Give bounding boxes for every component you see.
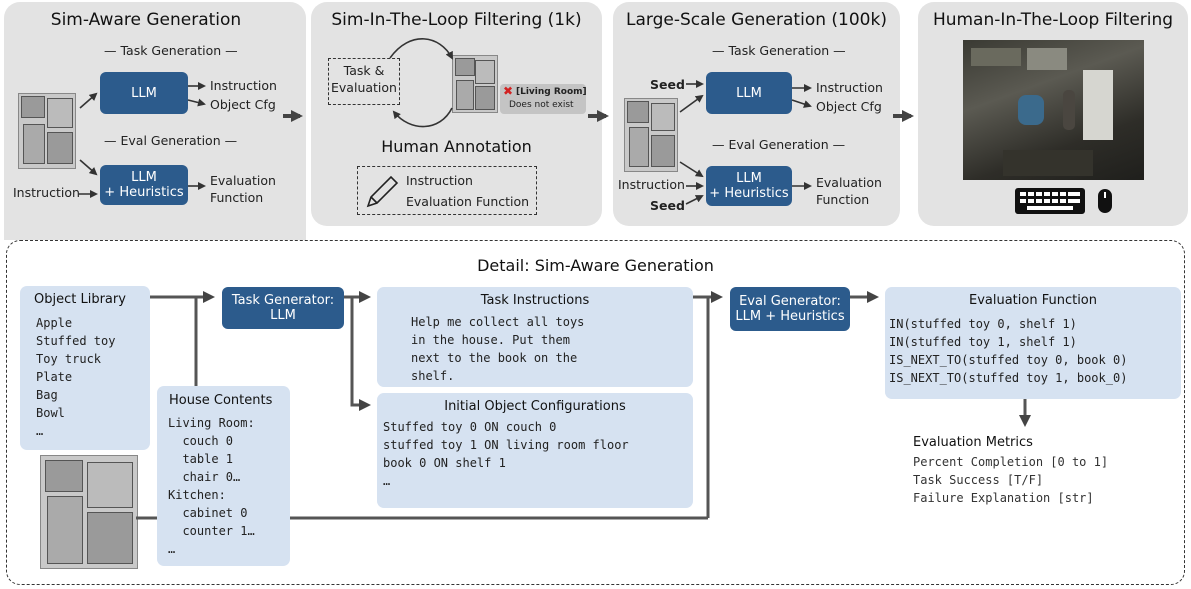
house-contents-box (157, 386, 290, 566)
p3-object-cfg-out: Object Cfg (816, 99, 882, 114)
sim-aware-title: Sim-Aware Generation (50, 10, 242, 30)
initial-configs-box (377, 393, 693, 508)
house-contents-title: House Contents (169, 393, 273, 408)
object-library-item: Bowl (36, 406, 65, 420)
p1-object-cfg-out: Object Cfg (210, 97, 276, 112)
detail-title: Detail: Sim-Aware Generation (477, 256, 714, 275)
task-instruction-line: in the house. Put them (411, 333, 570, 347)
p3-instruction-out: Instruction (816, 80, 883, 95)
house-contents-line: cabinet 0 (168, 506, 248, 520)
detail-box (6, 240, 1185, 585)
initial-config-line: stuffed toy 1 ON living room floor (383, 438, 629, 452)
p3-eval-generation-label: — Eval Generation — (712, 137, 846, 152)
object-library-item: Stuffed toy (36, 334, 116, 348)
initial-configs-title: Initial Object Configurations (444, 399, 626, 414)
p1-task-generation-label: — Task Generation — (104, 43, 238, 58)
annotation-eval-fn: Evaluation Function (406, 194, 530, 209)
simulator-render-image (963, 40, 1144, 180)
keyboard-icon (1015, 188, 1085, 214)
human-annotation-title: Human Annotation (381, 137, 532, 156)
p3-task-generation-label: — Task Generation — (712, 43, 846, 58)
house-contents-line: counter 1… (168, 524, 255, 538)
p3-llm-heuristics-box: LLM+ Heuristics (706, 166, 792, 206)
object-library-item: … (36, 424, 44, 438)
evaluation-function-title: Evaluation Function (968, 293, 1098, 308)
house-contents-list: Living Room: couch 0 table 1 chair 0… Kit… (168, 414, 255, 558)
pencil-icon (362, 172, 402, 212)
object-library-box (20, 286, 150, 450)
task-generator-box: Task Generator:LLM (222, 287, 344, 329)
p3-house-thumbnail (624, 98, 678, 172)
p3-instruction-in: Instruction (618, 177, 685, 192)
task-instructions-box (377, 287, 693, 387)
house-contents-line: … (168, 542, 176, 556)
p1-eval-generation-label: — Eval Generation — (104, 133, 238, 148)
large-scale-title: Large-Scale Generation (100k) (626, 10, 887, 30)
evaluation-metrics-text: Percent Completion [0 to 1] Task Success … (913, 453, 1108, 507)
object-library-item: Bag (36, 388, 58, 402)
evaluation-function-line: IN(stuffed toy 1, shelf 1) (889, 335, 1077, 349)
task-instructions-title: Task Instructions (480, 293, 590, 308)
sim-in-loop-title: Sim-In-The-Loop Filtering (1k) (331, 10, 582, 30)
evaluation-function-line: IS_NEXT_TO(stuffed toy 0, book 0) (889, 353, 1128, 367)
p1-house-thumbnail (18, 93, 76, 169)
house-contents-line: table 1 (168, 452, 234, 466)
initial-config-line: … (383, 474, 391, 488)
error-label: [Living Room] (516, 87, 587, 97)
sim-in-loop-panel (311, 2, 602, 226)
p3-llm-box: LLM (706, 72, 792, 114)
initial-configs-text: Stuffed toy 0 ON couch 0 stuffed toy 1 ON… (383, 418, 629, 490)
evaluation-function-text: IN(stuffed toy 0, shelf 1) IN(stuffed toy… (889, 315, 1127, 387)
p1-instruction-out: Instruction (210, 78, 277, 93)
evaluation-function-line: IS_NEXT_TO(stuffed toy 1, book_0) (889, 371, 1128, 385)
p1-llm-box: LLM (100, 72, 188, 114)
evaluation-metric-line: Percent Completion [0 to 1] (913, 455, 1109, 469)
evaluation-metric-line: Task Success [T/F] (913, 473, 1044, 487)
evaluation-metric-line: Failure Explanation [str] (913, 491, 1094, 505)
human-in-loop-title: Human-In-The-Loop Filtering (932, 10, 1174, 30)
house-contents-line: couch 0 (168, 434, 234, 448)
p1-llm-heuristics-box: LLM+ Heuristics (100, 165, 188, 205)
task-instruction-line: next to the book on the (411, 351, 578, 365)
task-instruction-line: Help me collect all toys (411, 315, 585, 329)
evaluation-function-box (885, 287, 1181, 399)
house-contents-line: Kitchen: (168, 488, 226, 502)
eval-generator-box: Eval Generator:LLM + Heuristics (730, 287, 850, 331)
error-x-icon: ✖ (503, 84, 514, 98)
initial-config-line: book 0 ON shelf 1 (383, 456, 506, 470)
p3-seed-bottom: Seed (650, 198, 685, 213)
object-library-item: Toy truck (36, 352, 102, 366)
p2-house-thumbnail (452, 55, 498, 113)
annotation-instruction: Instruction (406, 173, 473, 188)
evaluation-metrics-title: Evaluation Metrics (913, 435, 1033, 450)
task-eval-box: Task &Evaluation (328, 58, 400, 105)
object-library-item: Apple (36, 316, 73, 330)
object-library-title: Object Library (34, 292, 126, 307)
error-bubble (500, 84, 586, 114)
evaluation-function-line: IN(stuffed toy 0, shelf 1) (889, 317, 1077, 331)
p1-instruction-in: Instruction (13, 185, 80, 200)
task-instruction-line: shelf. (411, 369, 455, 383)
task-instructions-text: Help me collect all toys in the house. Pu… (411, 313, 584, 385)
detail-house-thumbnail (40, 455, 138, 569)
house-contents-line: Living Room: (168, 416, 255, 430)
initial-config-line: Stuffed toy 0 ON couch 0 (383, 420, 557, 434)
error-text: Does not exist (509, 100, 574, 110)
p3-seed-top: Seed (650, 77, 685, 92)
annotation-box (357, 166, 537, 215)
object-library-item: Plate (36, 370, 73, 384)
mouse-icon (1097, 188, 1113, 214)
house-contents-line: chair 0… (168, 470, 241, 484)
